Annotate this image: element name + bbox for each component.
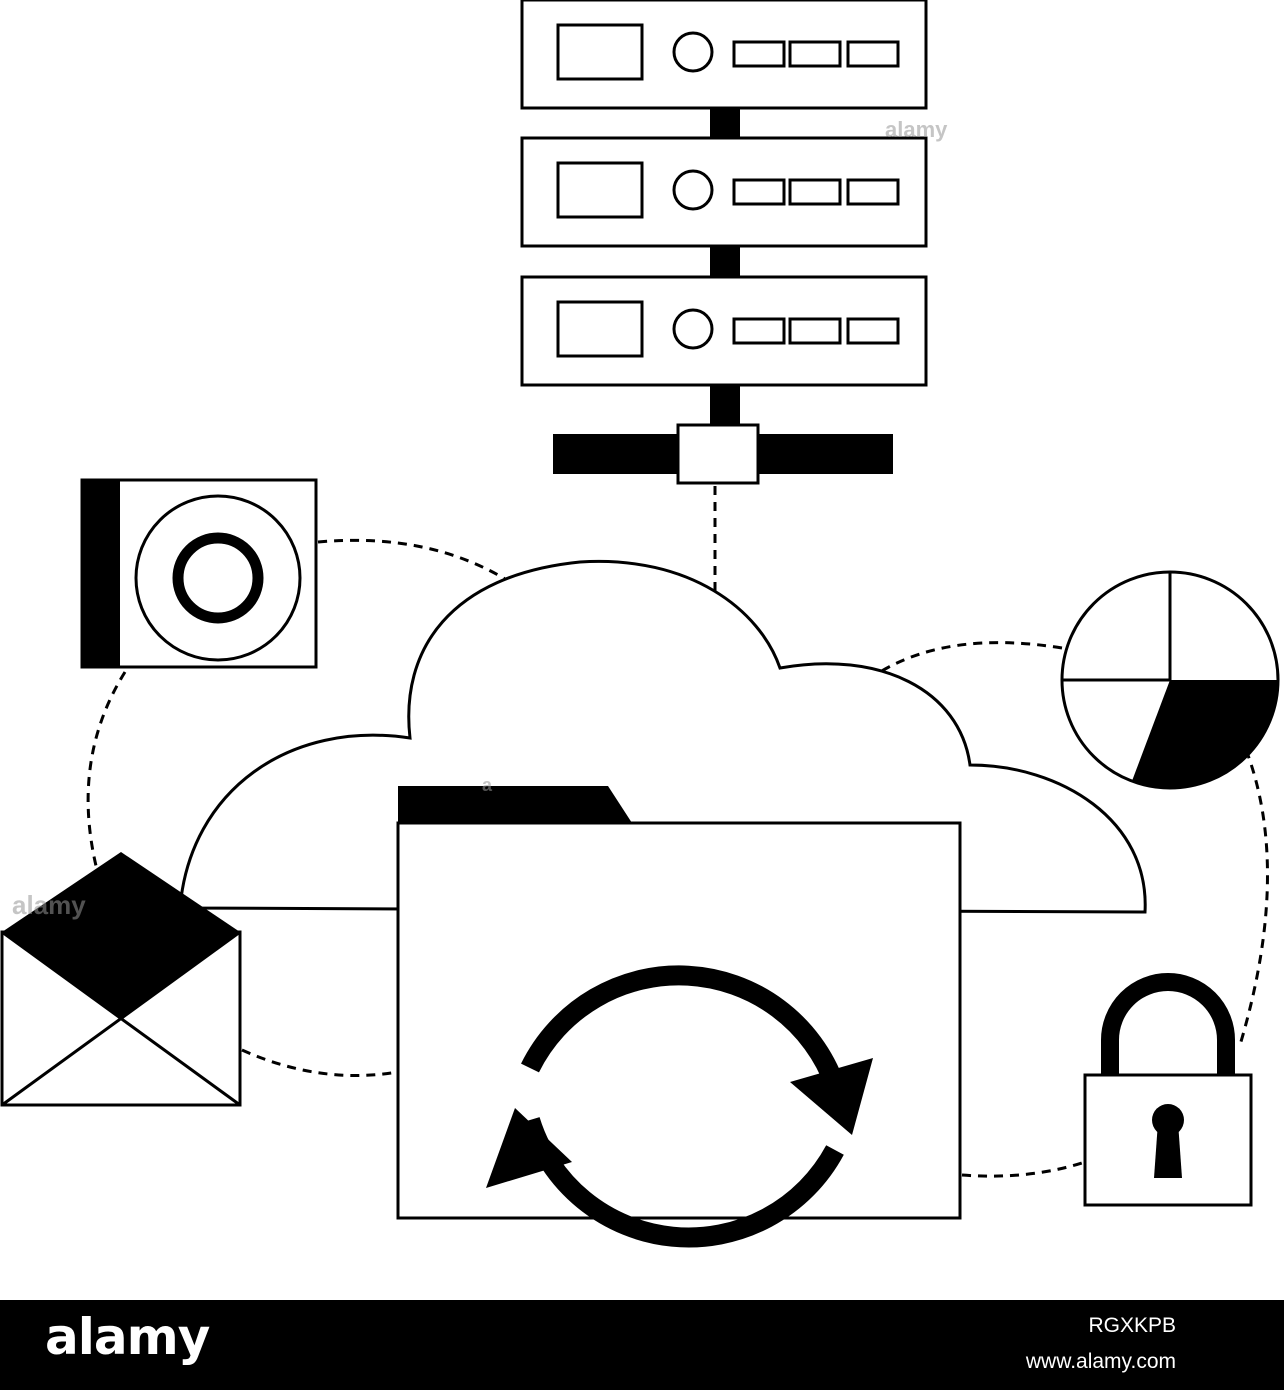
server-unit [520,275,928,387]
envelope-icon [0,852,242,1107]
folder-icon [396,786,962,1220]
server-unit [520,0,928,110]
hard-drive-icon [80,478,318,669]
watermark-text: a [482,775,493,795]
connection-lines [86,486,1269,1178]
network-hub-icon [553,423,893,485]
watermark-text: alamy [12,890,86,920]
connector-drive-envelope [86,671,127,871]
pie-chart-icon [1060,570,1280,790]
server-rack-icon [520,0,928,430]
server-unit [520,136,928,248]
cloud-computing-illustration [0,0,1280,1248]
connector-drive-cloud [317,538,511,584]
connector-folder-lock [961,1160,1086,1178]
connector-pie-cloud [879,641,1063,674]
alamy-logo: alamy [45,1308,210,1366]
site-url: www.alamy.com [1025,1350,1176,1373]
connector-envelope-folder [241,1048,399,1077]
watermark-text: alamy [885,117,948,142]
connector-pie-lock [1238,734,1269,1046]
padlock-icon [1083,973,1253,1207]
image-id: RGXKPB [1088,1314,1176,1337]
sync-arrows-icon [486,965,873,1248]
stock-footer: alamy RGXKPB www.alamy.com [0,1300,1284,1390]
